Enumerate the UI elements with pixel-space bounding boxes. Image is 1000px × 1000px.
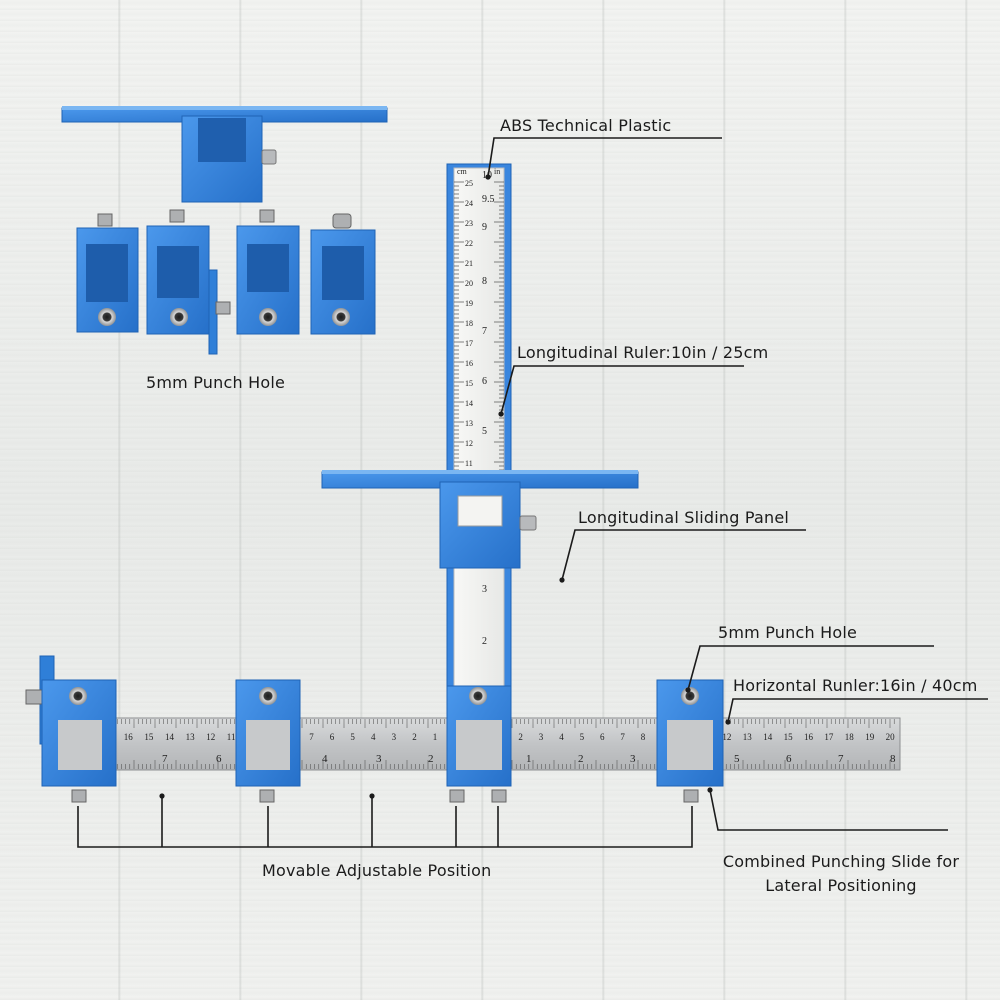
vr-in-label: 5 bbox=[482, 426, 487, 437]
label-combined-slide: Combined Punching Slide for Lateral Posi… bbox=[712, 852, 970, 896]
hr-right-cm-label: 3 bbox=[539, 732, 544, 742]
vr-cm-label: 24 bbox=[465, 199, 473, 208]
vr-unit-in: in bbox=[494, 167, 500, 176]
hr-left-in-label: 2 bbox=[428, 753, 434, 765]
hr-left-cm-label: 13 bbox=[186, 732, 196, 742]
vr-in-label: 8 bbox=[482, 276, 487, 287]
spare-block-3 bbox=[236, 209, 300, 335]
label-sliding-panel: Longitudinal Sliding Panel bbox=[578, 508, 790, 527]
vr-cm-label: 11 bbox=[465, 459, 473, 468]
hr-left-cm-label: 11 bbox=[227, 732, 236, 742]
hr-left-cm-label: 16 bbox=[124, 732, 134, 742]
ruler-block-left bbox=[25, 655, 117, 803]
spare-block-1 bbox=[76, 213, 139, 333]
hr-left-cm-label: 12 bbox=[206, 732, 215, 742]
callout-lines bbox=[77, 137, 988, 848]
hr-right-cm-label: 2 bbox=[518, 732, 523, 742]
vr-unit-cm: cm bbox=[457, 167, 468, 176]
vr-cm-label: 21 bbox=[465, 259, 473, 268]
hr-right-cm-label: 20 bbox=[886, 732, 896, 742]
hr-left-cm-label: 2 bbox=[412, 732, 417, 742]
hr-right-in-label: 8 bbox=[890, 753, 896, 765]
vr-cm-label: 12 bbox=[465, 439, 473, 448]
hr-right-cm-label: 17 bbox=[824, 732, 834, 742]
vr-cm-label: 13 bbox=[465, 419, 473, 428]
hr-right-in-label: 1 bbox=[526, 753, 532, 765]
vr-cm-label: 15 bbox=[465, 379, 473, 388]
hr-right-cm-label: 18 bbox=[845, 732, 855, 742]
vr-in-label: 3 bbox=[482, 584, 487, 595]
hr-left-cm-label: 5 bbox=[350, 732, 355, 742]
hr-right-cm-label: 5 bbox=[580, 732, 585, 742]
label-abs-plastic: ABS Technical Plastic bbox=[500, 116, 672, 135]
label-longitudinal-ruler: Longitudinal Ruler:10in / 25cm bbox=[517, 343, 769, 362]
vr-cm-label: 16 bbox=[465, 359, 473, 368]
vr-in-label: 2 bbox=[482, 636, 487, 647]
hr-right-cm-label: 19 bbox=[865, 732, 875, 742]
vr-cm-label: 19 bbox=[465, 299, 473, 308]
hr-left-cm-label: 3 bbox=[392, 732, 397, 742]
hr-right-cm-label: 12 bbox=[722, 732, 731, 742]
hr-left-cm-label: 1 bbox=[433, 732, 438, 742]
hr-right-cm-label: 6 bbox=[600, 732, 605, 742]
label-combined-line1: Combined Punching Slide for bbox=[722, 852, 960, 871]
sliding-panel bbox=[321, 470, 639, 569]
callout-dots bbox=[159, 174, 731, 799]
hr-right-in-label: 3 bbox=[630, 753, 636, 765]
vr-cm-label: 23 bbox=[465, 219, 473, 228]
hr-left-cm-label: 14 bbox=[165, 732, 175, 742]
top-t-bar bbox=[61, 106, 388, 203]
label-horizontal-ruler: Horizontal Runler:16in / 40cm bbox=[733, 676, 978, 695]
vr-in-label: 7 bbox=[482, 326, 487, 337]
hr-right-cm-label: 16 bbox=[804, 732, 814, 742]
vr-cm-label: 22 bbox=[465, 239, 473, 248]
hr-left-in-label: 4 bbox=[322, 753, 328, 765]
hr-right-in-label: 2 bbox=[578, 753, 584, 765]
hr-right-in-label: 7 bbox=[838, 753, 844, 765]
spare-blocks bbox=[76, 209, 376, 355]
spare-block-4 bbox=[310, 213, 376, 335]
vr-cm-label: 25 bbox=[465, 179, 473, 188]
hr-right-cm-label: 13 bbox=[743, 732, 753, 742]
vr-cm-label: 17 bbox=[465, 339, 473, 348]
label-combined-line2: Lateral Positioning bbox=[765, 876, 917, 895]
vr-cm-label: 14 bbox=[465, 399, 473, 408]
hr-left-in-label: 7 bbox=[162, 753, 168, 765]
hr-left-cm-label: 15 bbox=[144, 732, 154, 742]
spare-block-2 bbox=[146, 209, 231, 355]
hr-left-in-label: 3 bbox=[376, 753, 382, 765]
label-movable-position: Movable Adjustable Position bbox=[262, 861, 492, 880]
hr-right-cm-label: 8 bbox=[641, 732, 646, 742]
ruler-block-right bbox=[656, 679, 724, 803]
hr-left-cm-label: 6 bbox=[330, 732, 335, 742]
vr-in-label: 9.5 bbox=[482, 194, 495, 205]
hr-left-cm-label: 4 bbox=[371, 732, 376, 742]
label-punch-hole-right: 5mm Punch Hole bbox=[718, 623, 858, 642]
vr-in-label: 9 bbox=[482, 222, 487, 233]
hr-left-in-label: 6 bbox=[216, 753, 222, 765]
vertical-ruler: cmin252423222120191817161514131211109109… bbox=[446, 163, 512, 725]
label-punch-hole-top: 5mm Punch Hole bbox=[146, 373, 286, 392]
hr-right-in-label: 6 bbox=[786, 753, 792, 765]
vr-cm-label: 20 bbox=[465, 279, 473, 288]
hr-right-cm-label: 15 bbox=[784, 732, 794, 742]
ruler-block-2 bbox=[235, 679, 301, 803]
vr-cm-label: 18 bbox=[465, 319, 473, 328]
hr-right-cm-label: 7 bbox=[620, 732, 625, 742]
hr-right-cm-label: 14 bbox=[763, 732, 773, 742]
hr-right-cm-label: 4 bbox=[559, 732, 564, 742]
vr-in-label: 6 bbox=[482, 376, 487, 387]
hr-left-cm-label: 7 bbox=[309, 732, 314, 742]
ruler-block-center bbox=[446, 685, 512, 803]
hr-right-in-label: 5 bbox=[734, 753, 740, 765]
